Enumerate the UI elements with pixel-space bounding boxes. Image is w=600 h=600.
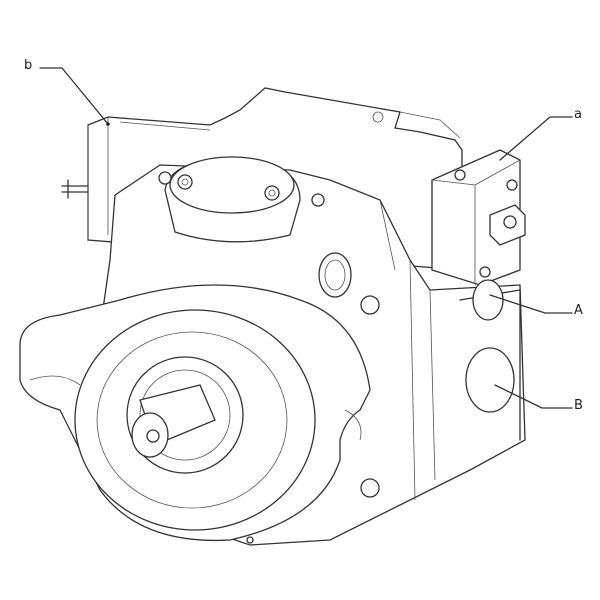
leader-A [489,294,573,314]
label-port-A: A [574,303,583,318]
drive-shaft [74,309,316,544]
label-port-B: B [574,398,583,413]
label-b: b [24,58,33,73]
top-cover [158,156,352,298]
leader-lines [39,67,573,409]
valve-block [431,149,526,413]
leader-B [494,384,573,409]
leader-a [499,116,573,161]
label-a: a [574,107,582,122]
leader-b [39,67,109,125]
